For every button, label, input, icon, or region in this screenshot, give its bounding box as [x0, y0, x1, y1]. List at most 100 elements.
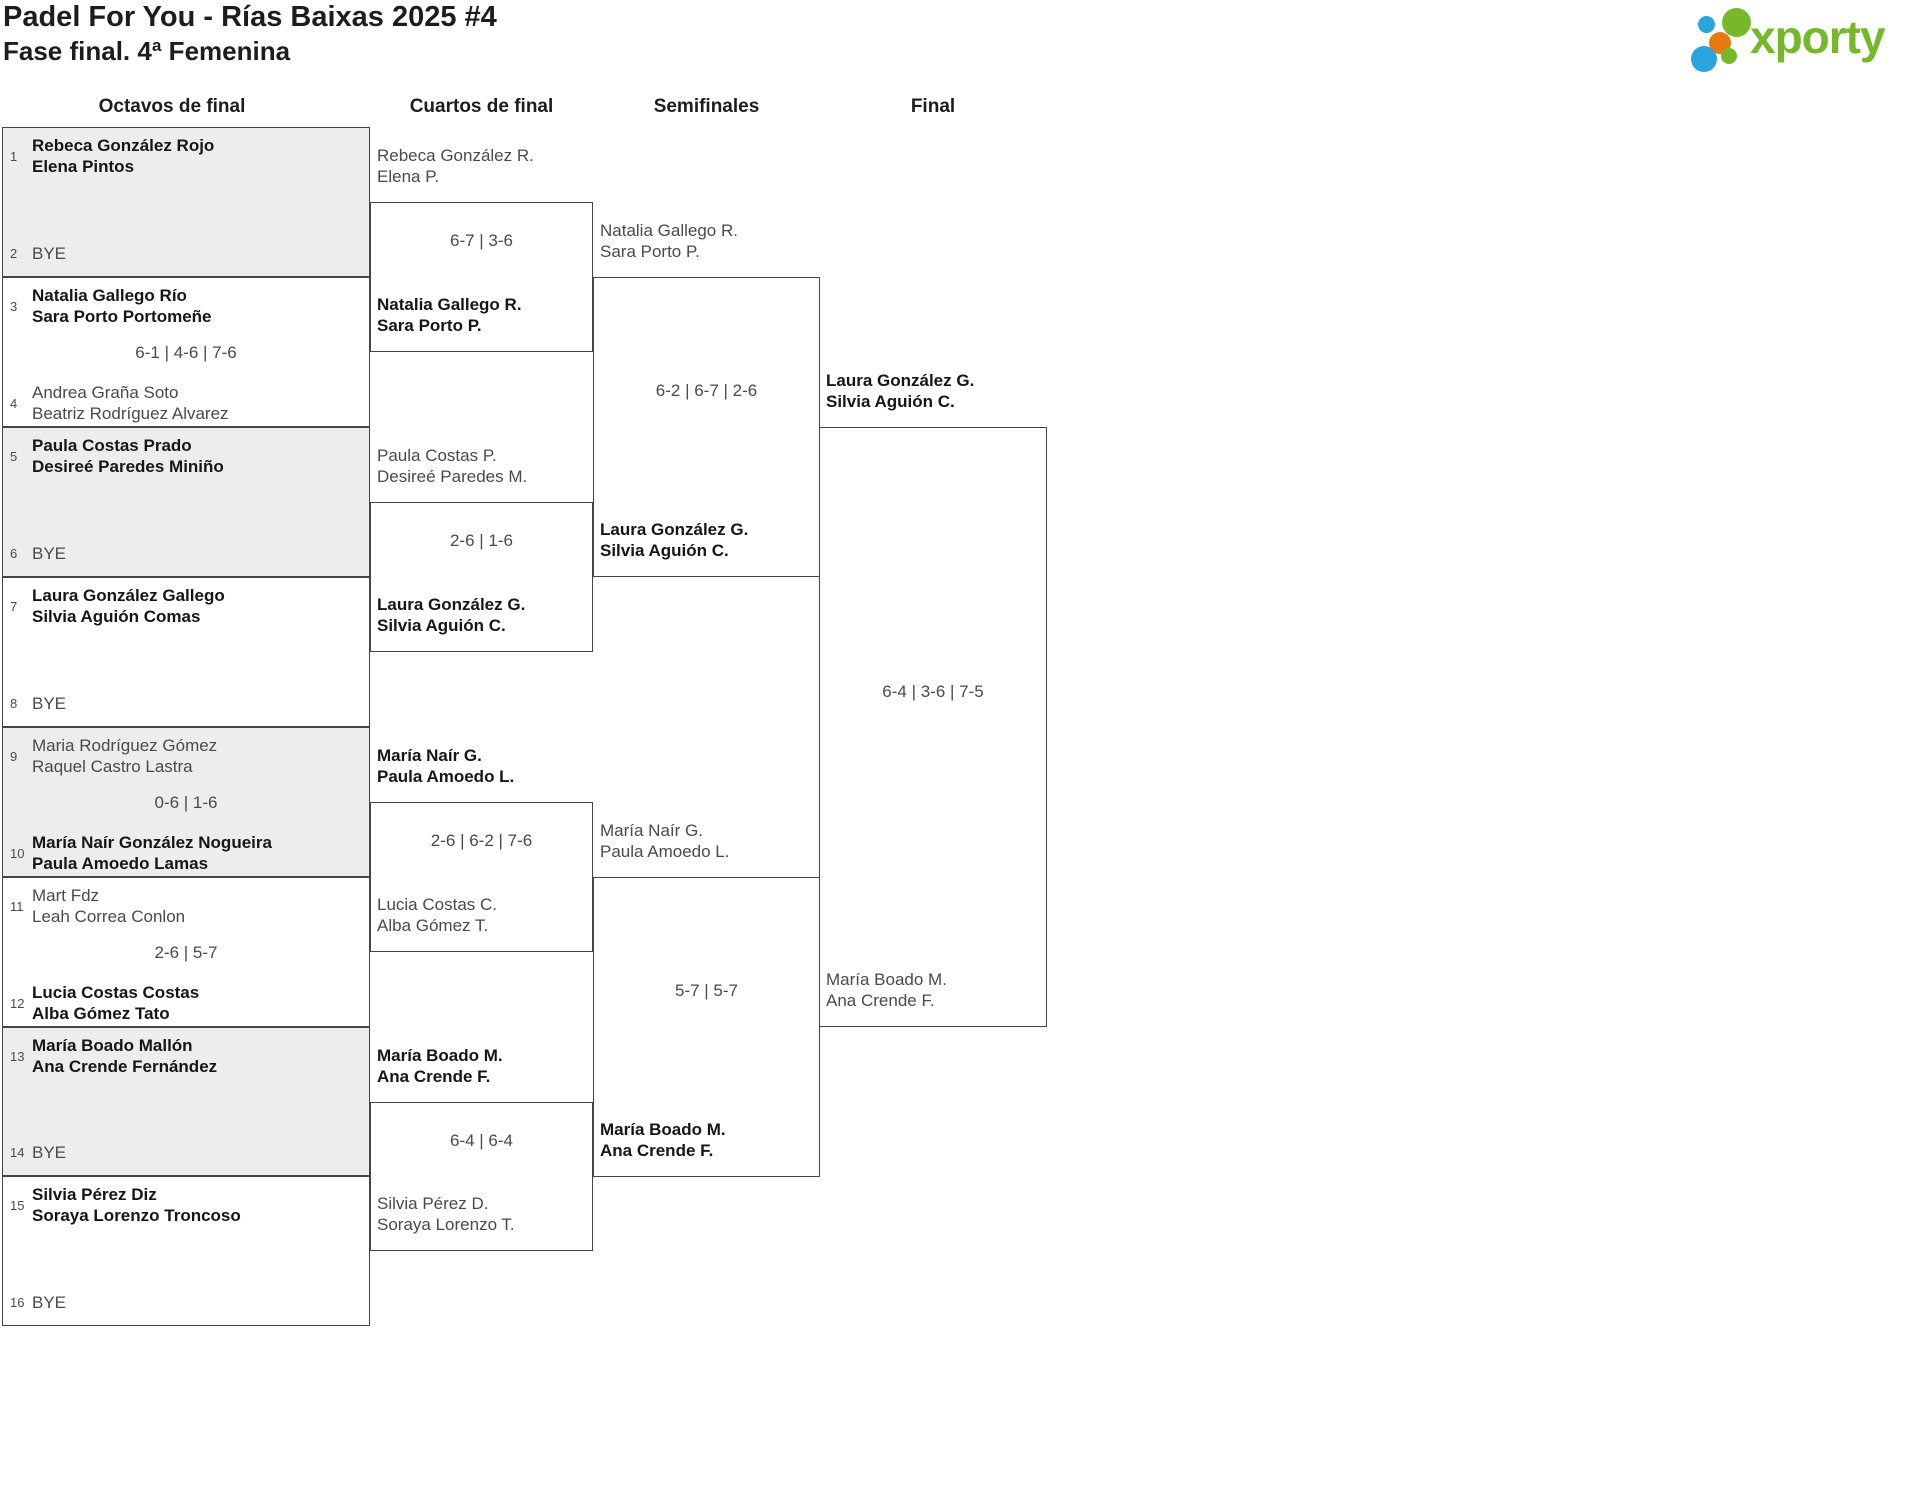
seed-number: 7	[10, 598, 18, 614]
match-score: 6-4 | 3-6 | 7-5	[882, 682, 984, 701]
player-name: Alba Gómez Tato	[32, 1004, 170, 1023]
player-name: Laura González G.	[377, 595, 526, 614]
page-subtitle: Fase final. 4ª Femenina	[3, 36, 291, 66]
xporty-logo[interactable]: xporty	[1688, 2, 1913, 77]
final-match	[819, 427, 1047, 1027]
player-name: Elena P.	[377, 167, 440, 186]
player-name: Paula Costas P.	[377, 446, 497, 465]
team-row: 15 Silvia Pérez Diz Soraya Lorenzo Tronc…	[10, 1184, 363, 1226]
octavos-match-4: 7 Laura González Gallego Silvia Aguión C…	[2, 577, 370, 727]
match-score: 2-6 | 5-7	[154, 943, 218, 962]
team-row: 10 María Naír González Nogueira Paula Am…	[10, 832, 363, 874]
player-name: Ana Crende F.	[600, 1141, 714, 1160]
team-label: María Boado M. Ana Crende F.	[826, 969, 947, 1011]
player-name: Elena Pintos	[32, 157, 135, 176]
match-score: 2-6 | 1-6	[449, 531, 513, 550]
team-row: 9 Maria Rodríguez Gómez Raquel Castro La…	[10, 735, 363, 777]
team-names: María Naír González Nogueira Paula Amoed…	[32, 832, 272, 874]
octavos-match-5: 9 Maria Rodríguez Gómez Raquel Castro La…	[2, 727, 370, 877]
player-name: Paula Costas Prado	[32, 436, 192, 455]
team-label: Lucia Costas C. Alba Gómez T.	[377, 894, 497, 936]
cuartos-match-3	[370, 802, 593, 952]
player-name: María Boado M.	[377, 1046, 503, 1065]
player-name: Andrea Graña Soto	[32, 383, 179, 402]
seed-number: 4	[10, 395, 18, 411]
match-score: 6-1 | 4-6 | 7-6	[135, 343, 237, 362]
player-name: Silvia Aguión C.	[377, 616, 506, 635]
octavos-match-6: 11 Mart Fdz Leah Correa Conlon 2-6 | 5-7…	[2, 877, 370, 1027]
player-name: Paula Amoedo L.	[600, 842, 730, 861]
round-header-semifinales: Semifinales	[653, 96, 760, 117]
seed-number: 8	[10, 696, 18, 711]
match-score: 5-7 | 5-7	[674, 981, 738, 1000]
player-name: Sara Porto P.	[377, 316, 482, 335]
player-name: Soraya Lorenzo Troncoso	[32, 1206, 241, 1225]
team-names: Laura González Gallego Silvia Aguión Com…	[32, 585, 225, 627]
seed-number: 3	[10, 298, 18, 314]
team-names: Natalia Gallego Río Sara Porto Portomeñe	[32, 285, 212, 327]
match-score: 2-6 | 6-2 | 7-6	[430, 831, 533, 850]
player-name: Desireé Paredes Miniño	[32, 457, 224, 476]
round-header-cuartos: Cuartos de final	[409, 96, 554, 117]
match-score: 6-2 | 6-7 | 2-6	[655, 381, 758, 400]
team-row: 6 BYE	[10, 543, 363, 564]
player-name: María Boado M.	[600, 1120, 726, 1139]
team-label: Natalia Gallego R. Sara Porto P.	[600, 220, 738, 262]
team-label: Laura González G. Silvia Aguión C.	[600, 519, 748, 561]
team-row: 8 BYE	[10, 693, 363, 714]
team-label: Paula Costas P. Desireé Paredes M.	[377, 445, 527, 487]
logo-dot-blue-small-icon	[1698, 16, 1715, 33]
team-names: Andrea Graña Soto Beatriz Rodríguez Alva…	[32, 382, 229, 424]
team-label: Laura González G. Silvia Aguión C.	[377, 594, 525, 636]
team-label: María Boado M. Ana Crende F.	[600, 1119, 726, 1161]
seed-number: 11	[10, 898, 24, 914]
seed-number: 5	[10, 448, 18, 464]
player-name: Ana Crende Fernández	[32, 1057, 218, 1076]
round-header-octavos: Octavos de final	[98, 96, 246, 117]
player-name: Silvia Aguión C.	[600, 541, 729, 560]
team-label: Laura González G. Silvia Aguión C.	[826, 370, 974, 412]
seed-number: 9	[10, 748, 18, 764]
seed-number: 13	[10, 1048, 25, 1064]
player-name: Paula Amoedo Lamas	[32, 854, 209, 873]
team-row: 2 BYE	[10, 243, 363, 264]
octavos-match-7: 13 María Boado Mallón Ana Crende Fernánd…	[2, 1027, 370, 1176]
page-title: Padel For You - Rías Baixas 2025 #4	[3, 1, 497, 33]
octavos-match-1: 1 Rebeca González Rojo Elena Pintos 2 BY…	[2, 127, 370, 277]
player-name: Laura González Gallego	[32, 586, 225, 605]
player-name: Silvia Aguión Comas	[32, 607, 201, 626]
player-name: Rebeca González Rojo	[32, 136, 215, 155]
seed-number: 12	[10, 995, 25, 1011]
logo-dot-blue-large-icon	[1691, 46, 1717, 72]
team-label: María Naír G. Paula Amoedo L.	[377, 745, 514, 787]
team-names: Maria Rodríguez Gómez Raquel Castro Last…	[32, 735, 217, 777]
team-row: 14 BYE	[10, 1142, 363, 1163]
player-name: Natalia Gallego R.	[377, 295, 522, 314]
team-names: María Boado Mallón Ana Crende Fernández	[32, 1035, 217, 1077]
team-row: 3 Natalia Gallego Río Sara Porto Portome…	[10, 285, 363, 327]
player-name: Beatriz Rodríguez Alvarez	[32, 404, 229, 423]
team-names: BYE	[32, 1142, 66, 1163]
team-row: 12 Lucia Costas Costas Alba Gómez Tato	[10, 982, 363, 1024]
player-name: María Naír G.	[377, 746, 482, 765]
player-name: BYE	[32, 1143, 67, 1162]
player-name: BYE	[32, 544, 67, 563]
team-row: 11 Mart Fdz Leah Correa Conlon	[10, 885, 363, 927]
team-label: María Naír G. Paula Amoedo L.	[600, 820, 729, 862]
seed-number: 15	[10, 1197, 25, 1213]
logo-dot-green-large-icon	[1722, 8, 1751, 37]
match-score: 0-6 | 1-6	[154, 793, 218, 812]
player-name: Desireé Paredes M.	[377, 467, 528, 486]
logo-wordmark: xporty	[1750, 11, 1886, 63]
player-name: Lucia Costas C.	[377, 895, 497, 914]
seed-number: 2	[10, 246, 18, 261]
team-names: Silvia Pérez Diz Soraya Lorenzo Troncoso	[32, 1184, 241, 1226]
team-names: Rebeca González Rojo Elena Pintos	[32, 135, 214, 177]
player-name: Silvia Aguión C.	[826, 392, 955, 411]
team-names: BYE	[32, 1292, 66, 1313]
player-name: Sara Porto Portomeñe	[32, 307, 212, 326]
team-label: Rebeca González R. Elena P.	[377, 145, 534, 187]
player-name: BYE	[32, 694, 67, 713]
team-row: 1 Rebeca González Rojo Elena Pintos	[10, 135, 363, 177]
